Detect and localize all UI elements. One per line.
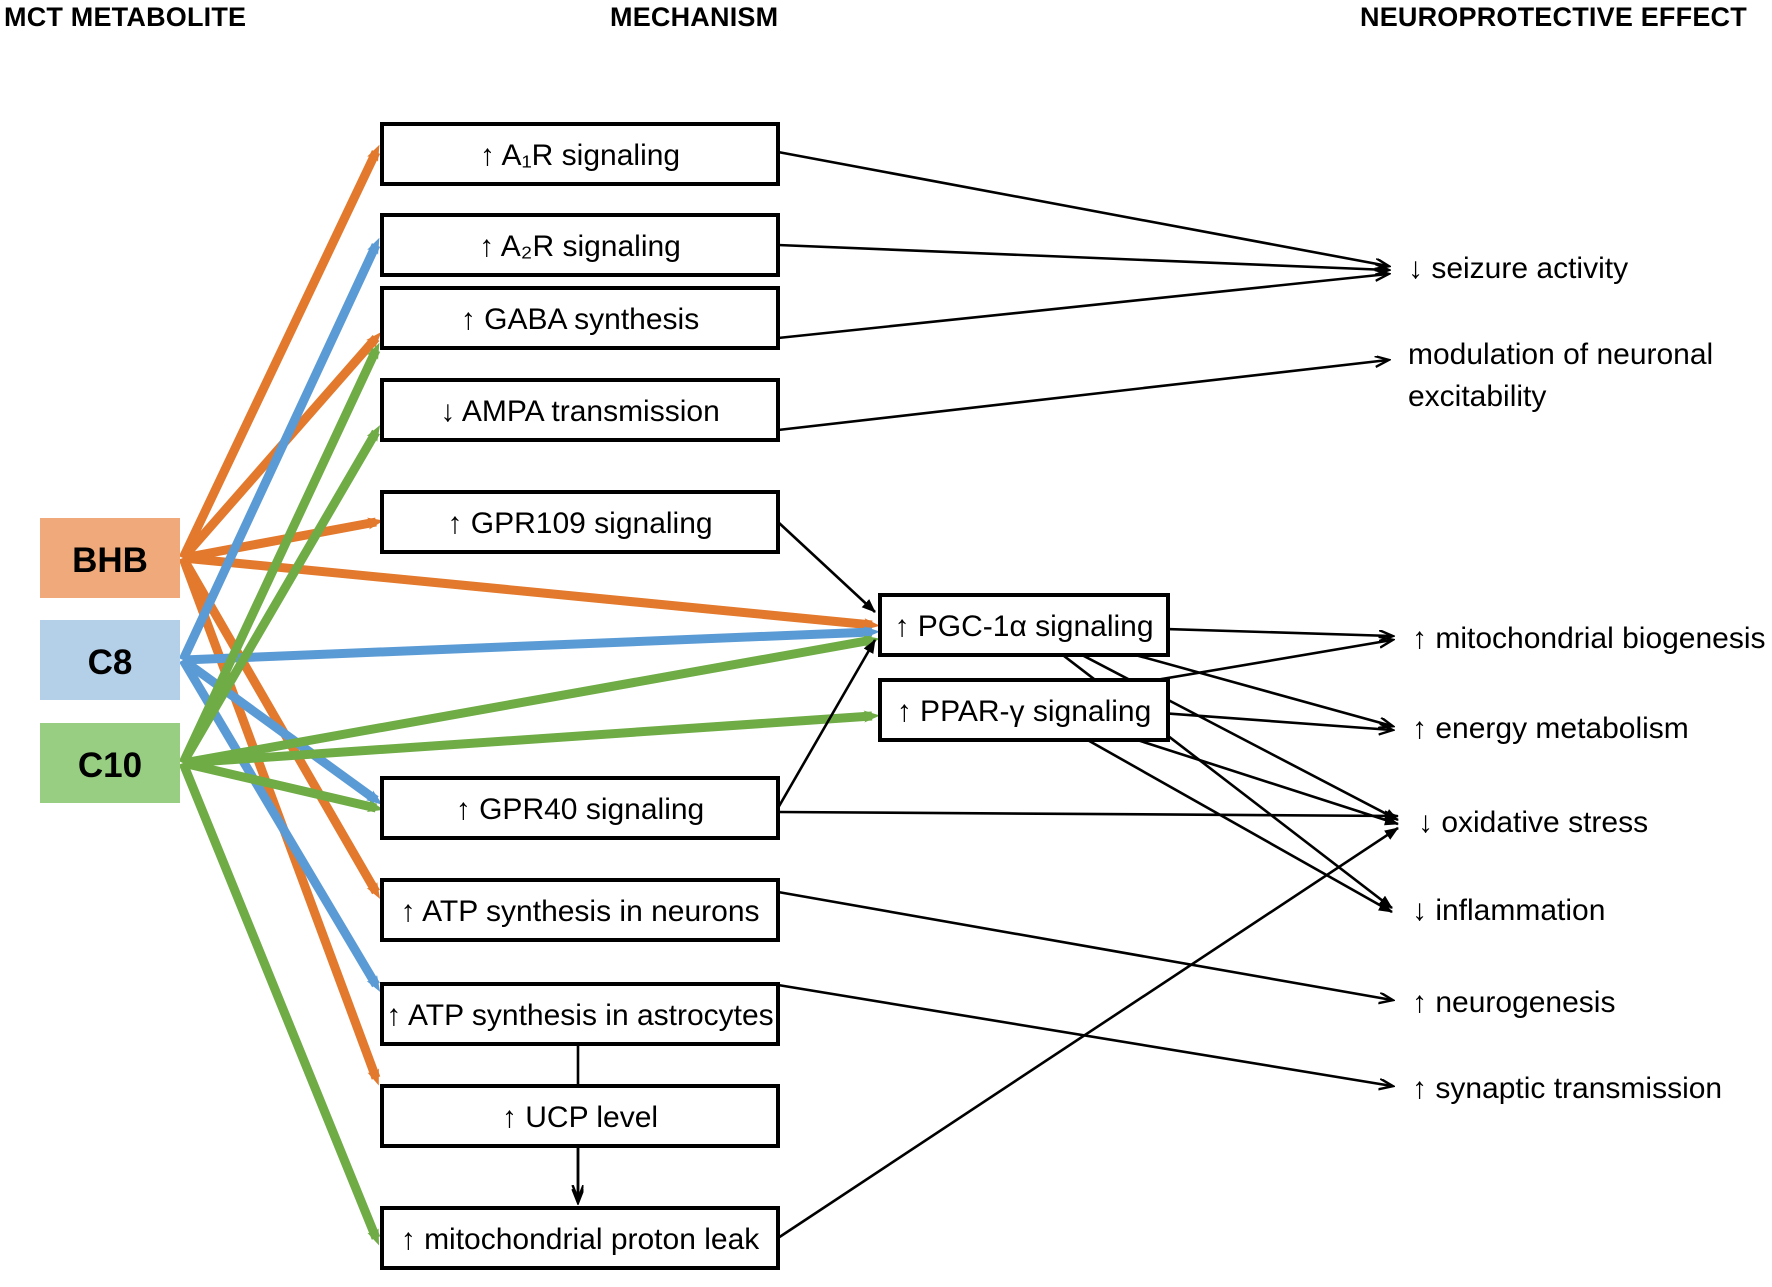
effect-inflammation: ↓ inflammation xyxy=(1412,894,1605,927)
mechanism-ampa[interactable]: ↓ AMPA transmission xyxy=(380,378,780,442)
mechanism-gpr40[interactable]: ↑ GPR40 signaling xyxy=(380,776,780,840)
metabolite-c8[interactable]: C8 xyxy=(40,620,180,700)
mechanism-atp-astrocytes-label: ↑ ATP synthesis in astrocytes xyxy=(386,999,773,1032)
effect-synaptic-transmission: ↑ synaptic transmission xyxy=(1412,1072,1722,1105)
mechanism-pgc1a-box[interactable] xyxy=(878,593,1170,657)
mechanism-atp-neurons-box[interactable] xyxy=(380,878,780,942)
effect-neurogenesis: ↑ neurogenesis xyxy=(1412,986,1615,1019)
edge-a2r-seizure xyxy=(777,243,1388,270)
metabolite-c10-box[interactable] xyxy=(40,723,180,803)
mechanism-ucp-label: ↑ UCP level xyxy=(502,1101,658,1134)
edge-c10-gpr40 xyxy=(181,758,384,813)
mechanism-proton-leak[interactable]: ↑ mitochondrial proton leak xyxy=(380,1206,780,1270)
mechanism-gpr109-box[interactable] xyxy=(380,490,780,554)
metabolite-bhb-box[interactable] xyxy=(40,518,180,598)
metabolite-edges xyxy=(178,144,880,1246)
edge-gpr109-pgc1a xyxy=(777,521,876,613)
effect-oxidative-stress: ↓ oxidative stress xyxy=(1418,806,1648,839)
edge-c10-gaba xyxy=(178,342,381,765)
edge-bhb-gpr109 xyxy=(182,517,384,563)
effect-energy-metabolism: ↑ energy metabolism xyxy=(1412,712,1689,745)
metabolite-bhb[interactable]: BHB xyxy=(40,518,180,598)
edge-a1r-seizure xyxy=(777,150,1388,266)
mechanism-a2r-box[interactable] xyxy=(380,213,780,277)
column-header-effect: NEUROPROTECTIVE EFFECT xyxy=(1360,2,1747,32)
mechanism-gpr109-label: ↑ GPR109 signaling xyxy=(447,507,712,540)
edge-c10-leak xyxy=(178,761,381,1246)
edge-c10-ampa xyxy=(179,425,381,766)
mechanism-ampa-box[interactable] xyxy=(380,378,780,442)
mechanism-a1r-label: ↑ A₁R signaling xyxy=(480,139,680,172)
mechanism-ucp-box[interactable] xyxy=(380,1084,780,1148)
mechanism-a2r[interactable]: ↑ A₂R signaling xyxy=(380,213,780,277)
column-header-metabolite: MCT METABOLITE xyxy=(4,2,246,32)
edge-pgc1a-oxidative xyxy=(1037,630,1399,822)
metabolite-c8-box[interactable] xyxy=(40,620,180,700)
edge-ppary-inflammation xyxy=(1037,710,1393,914)
mechanism-gpr40-box[interactable] xyxy=(380,776,780,840)
edge-gaba-seizure xyxy=(777,274,1388,340)
edge-ampa-excitability xyxy=(777,360,1388,432)
edge-c10-pgc1a xyxy=(182,635,880,768)
mechanism-atp-neurons-label: ↑ ATP synthesis in neurons xyxy=(400,895,759,928)
metabolite-c10[interactable]: C10 xyxy=(40,723,180,803)
mechanism-gaba-box[interactable] xyxy=(380,286,780,350)
mechanism-ppary-box[interactable] xyxy=(878,678,1170,742)
mechanism-proton-leak-label: ↑ mitochondrial proton leak xyxy=(401,1223,761,1256)
effect-neuronal-excitability-l1: modulation of neuronal xyxy=(1408,338,1713,371)
mechanism-pgc1a[interactable]: ↑ PGC-1α signaling xyxy=(878,593,1170,657)
mechanism-gpr40-label: ↑ GPR40 signaling xyxy=(456,793,704,826)
column-header-mechanism: MECHANISM xyxy=(610,2,778,32)
edge-c8-gpr40 xyxy=(180,656,383,805)
mechanism-ampa-label: ↓ AMPA transmission xyxy=(440,395,720,428)
metabolite-c8-label: C8 xyxy=(88,643,133,682)
edge-gpr40-pgc1a xyxy=(776,639,877,809)
edge-c8-pgc1a xyxy=(182,626,880,665)
effect-neuronal-excitability-l2: excitability xyxy=(1408,380,1546,413)
mechanism-a1r-box[interactable] xyxy=(380,122,780,186)
edge-gpr40-oxidative xyxy=(777,810,1399,822)
mechanism-gaba[interactable]: ↑ GABA synthesis xyxy=(380,286,780,350)
mechanism-pgc1a-label: ↑ PGC-1α signaling xyxy=(894,610,1153,643)
metabolite-c10-label: C10 xyxy=(78,746,142,785)
effect-seizure-activity: ↓ seizure activity xyxy=(1408,252,1628,285)
mechanism-proton-leak-box[interactable] xyxy=(380,1206,780,1270)
mechanism-ppary[interactable]: ↑ PPAR-γ signaling xyxy=(878,678,1170,742)
metabolite-bhb-label: BHB xyxy=(72,541,148,580)
edge-atpneurons-neurogenesis xyxy=(777,890,1392,1000)
mechanism-a1r[interactable]: ↑ A₁R signaling xyxy=(380,122,780,186)
mechanism-ppary-label: ↑ PPAR-γ signaling xyxy=(897,695,1152,728)
edge-c10-ppary xyxy=(182,710,880,768)
mechanism-gpr109[interactable]: ↑ GPR109 signaling xyxy=(380,490,780,554)
mechanism-ucp[interactable]: ↑ UCP level xyxy=(380,1084,780,1148)
mechanism-atp-neurons[interactable]: ↑ ATP synthesis in neurons xyxy=(380,878,780,942)
mechanism-atp-astrocytes[interactable]: ↑ ATP synthesis in astrocytes xyxy=(380,982,780,1046)
mechanism-gaba-label: ↑ GABA synthesis xyxy=(461,303,699,336)
edge-protonleak-oxidative xyxy=(777,826,1399,1240)
mechanism-a2r-label: ↑ A₂R signaling xyxy=(479,230,681,263)
effect-mitochondrial-biogenesis: ↑ mitochondrial biogenesis xyxy=(1412,622,1766,655)
edge-bhb-a1r xyxy=(178,144,381,560)
mechanism-atp-astrocytes-box[interactable] xyxy=(380,982,780,1046)
edge-c8-a2r xyxy=(178,237,381,662)
